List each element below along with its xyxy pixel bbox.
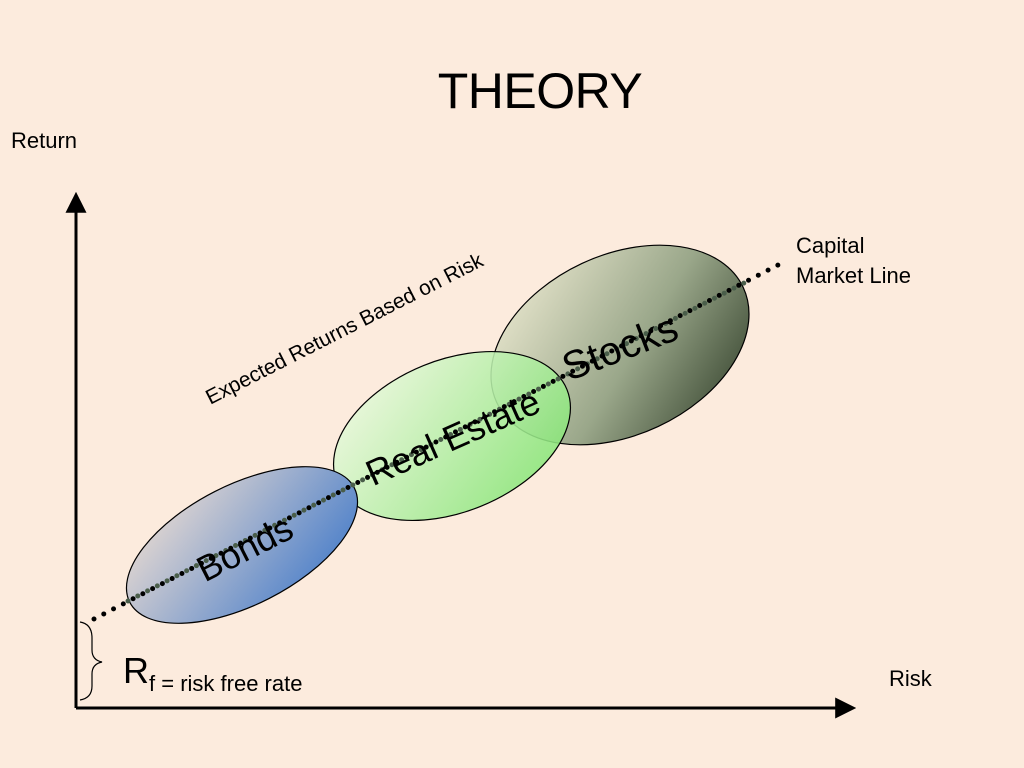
- risk-free-symbol: R: [123, 650, 149, 691]
- cml-label-line1: Capital: [796, 233, 865, 258]
- cml-label-line2: Market Line: [796, 263, 911, 288]
- y-axis-label: Return: [11, 128, 78, 153]
- risk-free-brace: [79, 621, 103, 701]
- risk-free-text: = risk free rate: [155, 671, 303, 696]
- x-axis-label: Risk: [889, 666, 932, 691]
- slide-title: THEORY: [437, 63, 643, 119]
- capital-market-line-label: Capital Market Line: [796, 231, 956, 291]
- risk-free-subscript: f: [149, 671, 156, 696]
- capital-market-line: [91, 262, 781, 622]
- risk-free-rate-label: Rf = risk free rate: [123, 650, 302, 696]
